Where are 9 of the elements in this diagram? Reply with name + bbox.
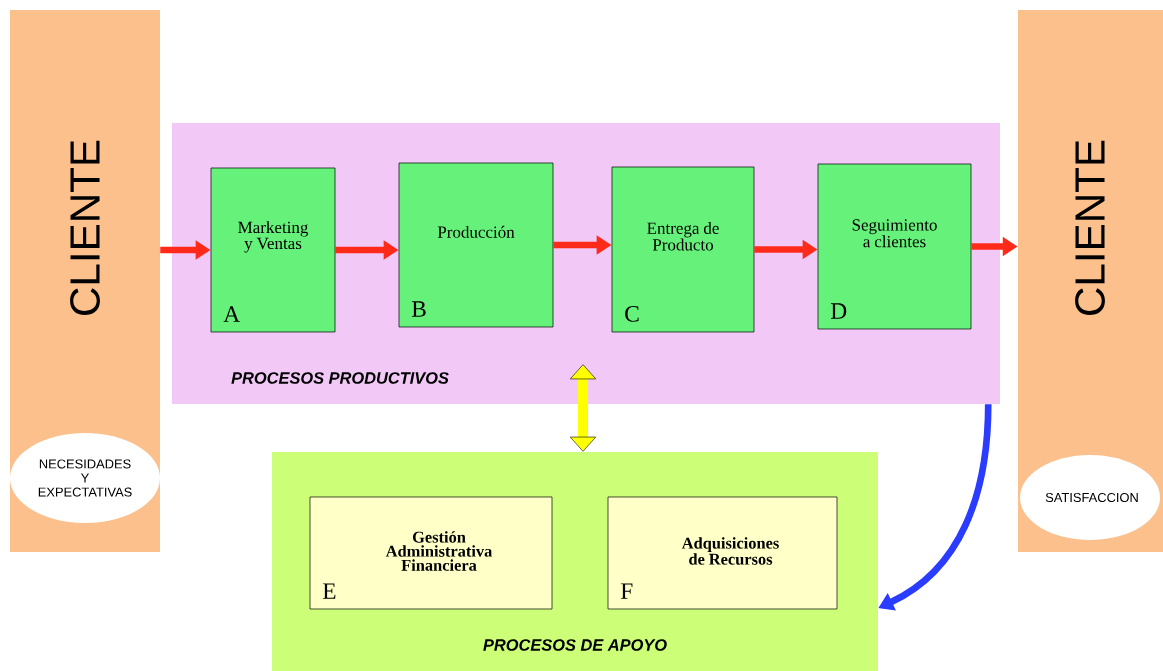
process-box: Marketing y Ventas A bbox=[210, 167, 336, 333]
ellipse-label: NECESIDADES Y EXPECTATIVAS bbox=[10, 433, 160, 523]
ellipse-label: SATISFACCION bbox=[1020, 455, 1160, 540]
process-box: Gestión Administrativa Financiera E bbox=[309, 496, 553, 610]
process-box: Producción B bbox=[398, 162, 554, 328]
process-box: Entrega de Producto C bbox=[611, 166, 755, 333]
process-box: Adquisiciones de Recursos F bbox=[607, 496, 838, 610]
process-box: Seguimiento a clientes D bbox=[817, 163, 972, 330]
arrow bbox=[569, 364, 597, 452]
